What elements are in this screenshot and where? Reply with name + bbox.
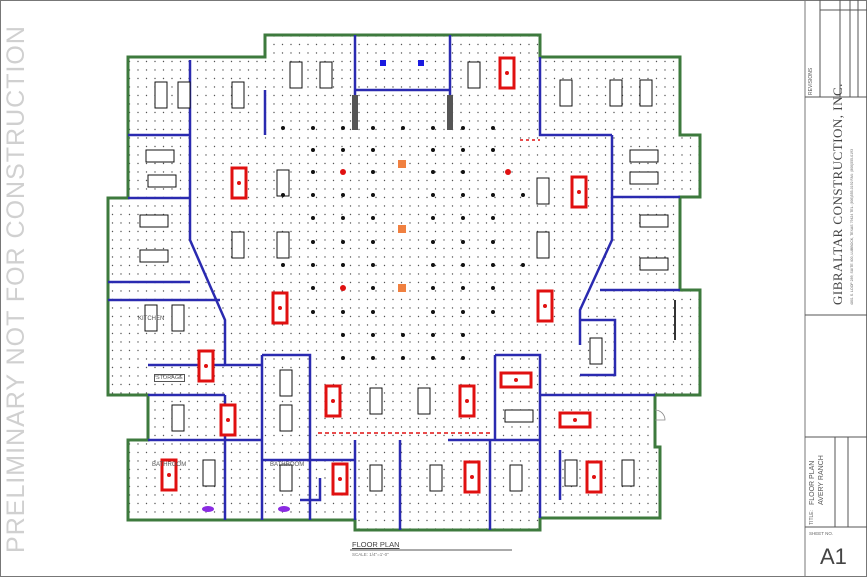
project-name: AVERY RANCH <box>818 455 825 505</box>
title-block <box>805 0 867 528</box>
room-label-bathroom-2: BATHROOM <box>270 462 305 468</box>
room-label-kitchen: KITCHEN <box>138 316 165 322</box>
room-label-storage: STORAGE <box>154 374 185 382</box>
light-fixtures <box>139 61 669 492</box>
revisions-label: REVISIONS <box>808 67 814 95</box>
sheet-title: FLOOR PLAN <box>809 460 816 505</box>
partition-blocks <box>352 95 453 130</box>
drawing-title: FLOOR PLAN <box>352 540 400 549</box>
drawing-scale: SCALE: 1/4"=1'-0" <box>352 552 389 557</box>
ceiling-grid <box>106 33 702 532</box>
sheet-no-label: SHEET NO. <box>809 531 834 536</box>
company-address: 4801 S. LOOP 289, SUITE 400, LUBBOCK, TE… <box>850 148 854 305</box>
emergency-fixtures <box>160 56 603 496</box>
company-name: GIBRALTAR CONSTRUCTION, INC. <box>830 83 845 305</box>
sprinkler-heads <box>281 126 525 360</box>
room-label-bathroom-1: BATHROOM <box>152 462 187 468</box>
sheet-number: A1 <box>820 544 847 569</box>
preliminary-watermark: PRELIMINARY NOT FOR CONSTRUCTION <box>2 25 30 553</box>
sheet-title-label: TITLE: <box>809 509 815 525</box>
interior-walls <box>108 35 680 530</box>
